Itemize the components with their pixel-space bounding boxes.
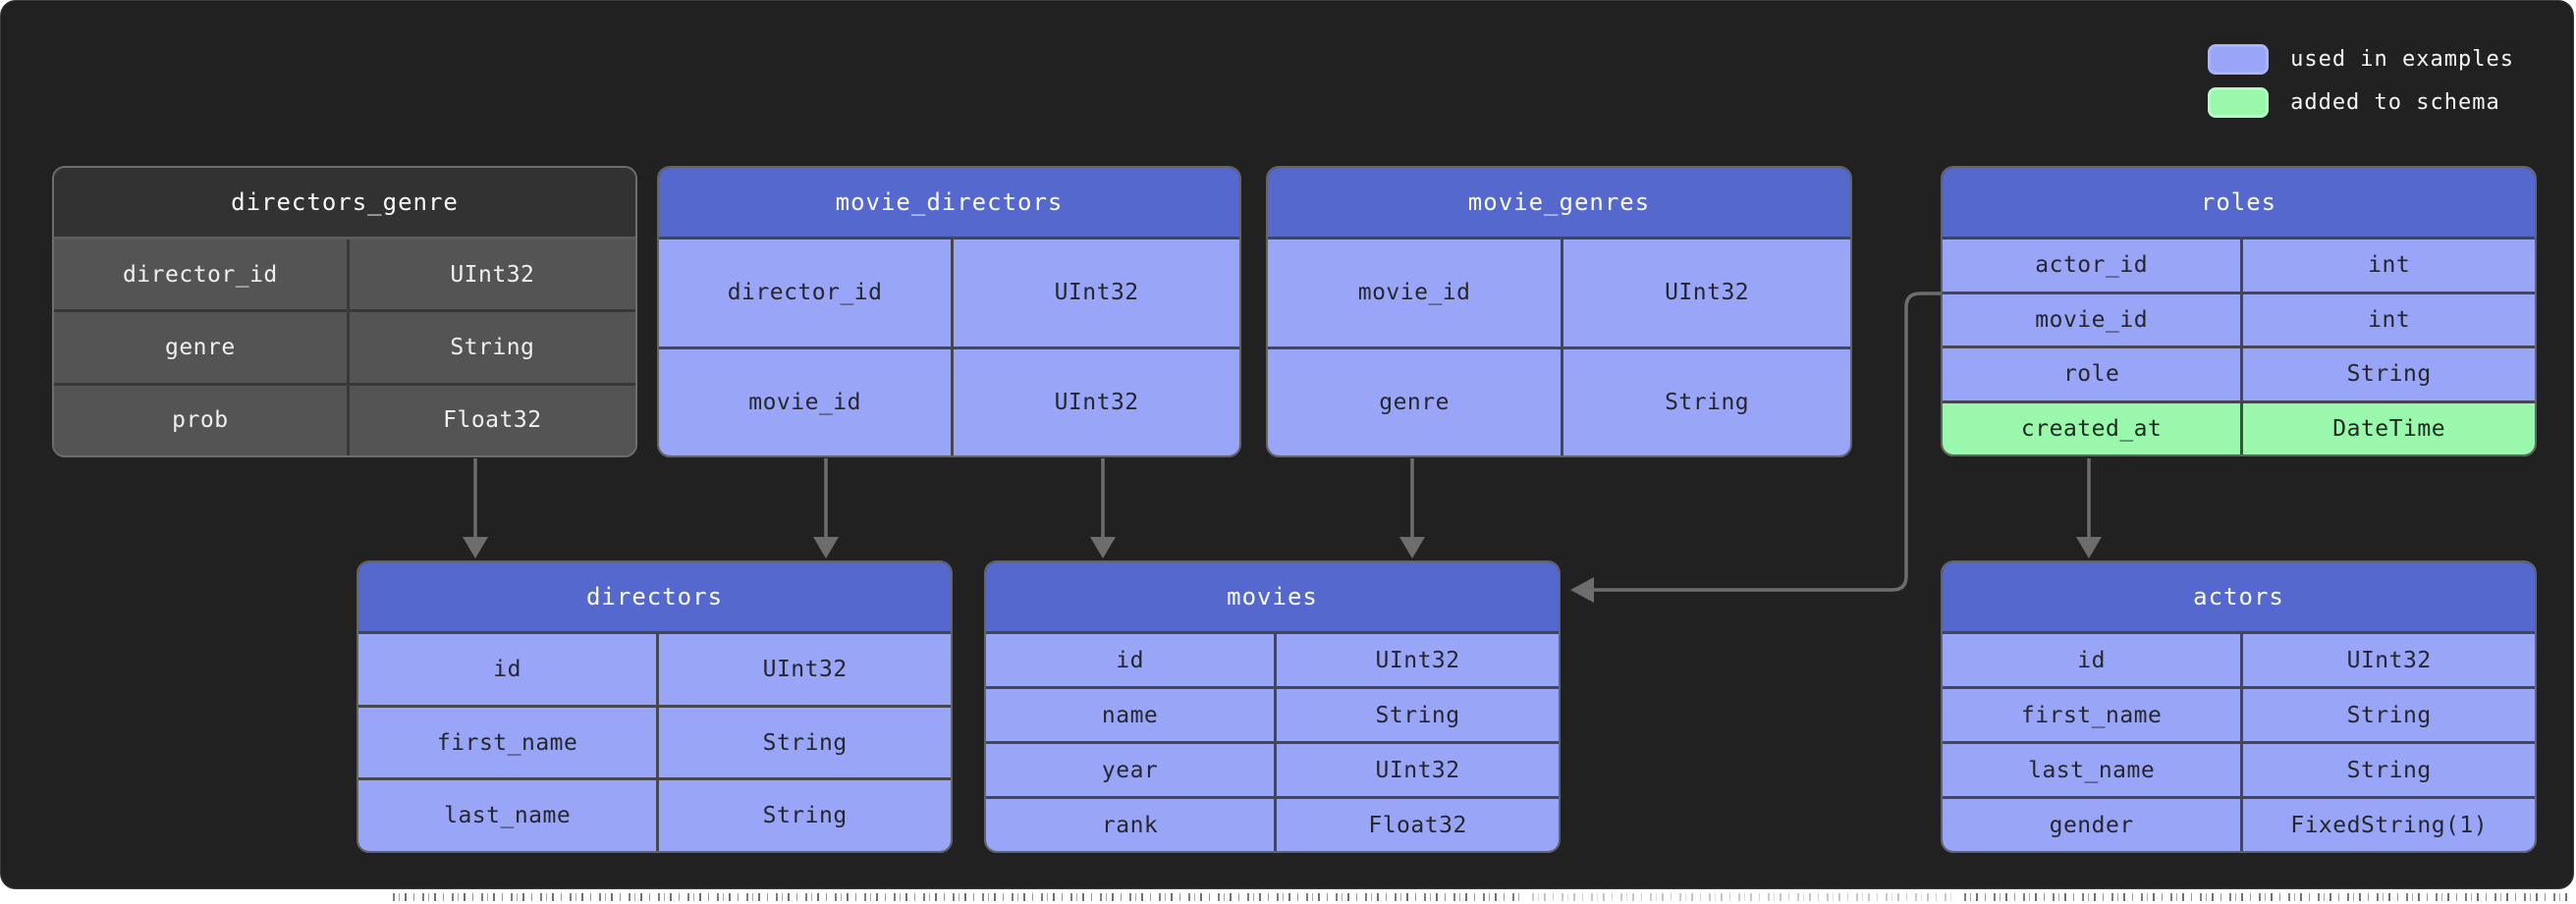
column-name: role — [1943, 348, 2244, 400]
table-title: movies — [986, 562, 1559, 634]
table-title: directors_genre — [54, 168, 635, 239]
table-row: id UInt32 — [358, 634, 951, 705]
column-type: String — [450, 334, 535, 360]
table-title: movie_directors — [659, 168, 1239, 239]
arrowhead-down-icon — [1090, 537, 1116, 558]
table-actors: actors id UInt32 first_name String last_… — [1941, 560, 2537, 853]
table-row: id UInt32 — [986, 634, 1559, 686]
legend-swatch-added-color — [2208, 87, 2270, 118]
table-row: movie_id UInt32 — [659, 346, 1239, 455]
column-name: first_name — [1943, 689, 2244, 741]
arrowhead-down-icon — [463, 537, 488, 558]
column-type: String — [762, 803, 848, 829]
column-name: year — [986, 744, 1278, 796]
tiny-text-sliver — [1964, 893, 2568, 901]
column-name: name — [986, 689, 1278, 741]
table-row: rank Float32 — [986, 796, 1559, 851]
column-name: director_id — [659, 239, 955, 346]
arrowhead-down-icon — [813, 537, 839, 558]
legend-label: used in examples — [2290, 47, 2514, 72]
table-row-added-to-schema: created_at DateTime — [1943, 399, 2535, 454]
column-type: int — [2368, 252, 2411, 279]
arrowhead-down-icon — [1399, 537, 1425, 558]
table-row: movie_id int — [1943, 291, 2535, 346]
table-title: actors — [1943, 562, 2535, 634]
column-name: id — [986, 634, 1278, 686]
table-row: genre String — [1268, 346, 1850, 455]
column-name: id — [358, 634, 660, 705]
column-name: last_name — [358, 780, 660, 851]
column-type: String — [1665, 389, 1750, 415]
tiny-text-sliver — [393, 893, 1522, 901]
column-type: String — [2346, 702, 2432, 728]
table-row: movie_id UInt32 — [1268, 239, 1850, 346]
table-row: name String — [986, 686, 1559, 741]
table-directors: directors id UInt32 first_name String la… — [356, 560, 953, 853]
column-name: actor_id — [1943, 239, 2244, 292]
legend-swatch-used-color — [2208, 44, 2270, 75]
table-title: directors — [358, 562, 951, 634]
table-title: roles — [1943, 168, 2535, 239]
legend-item-used: used in examples — [2208, 44, 2514, 75]
table-movie_directors: movie_directors director_id UInt32 movie… — [657, 166, 1241, 457]
column-type: String — [2346, 361, 2432, 388]
table-row: role String — [1943, 346, 2535, 400]
column-type: UInt32 — [2346, 647, 2432, 673]
column-type: DateTime — [2332, 415, 2446, 442]
column-name: movie_id — [659, 348, 955, 455]
column-name: movie_id — [1268, 239, 1564, 346]
table-row: id UInt32 — [1943, 634, 2535, 686]
table-row: first_name String — [358, 704, 951, 778]
column-type: UInt32 — [450, 261, 535, 288]
column-name: director_id — [54, 239, 350, 310]
table-row: director_id UInt32 — [54, 239, 635, 310]
column-name: created_at — [1943, 402, 2244, 454]
column-type: FixedString(1) — [2290, 812, 2489, 838]
column-type: String — [1375, 702, 1460, 728]
table-row: gender FixedString(1) — [1943, 796, 2535, 851]
table-row: last_name String — [358, 777, 951, 851]
arrowhead-left-icon — [1570, 577, 1594, 603]
table-movie_genres: movie_genres movie_id UInt32 genre Strin… — [1266, 166, 1852, 457]
table-row: actor_id int — [1943, 239, 2535, 292]
tiny-text-sliver — [1532, 893, 1954, 901]
column-type: String — [2346, 757, 2432, 783]
column-name: genre — [54, 312, 350, 383]
legend: used in examples added to schema — [2208, 44, 2514, 118]
table-row: prob Float32 — [54, 382, 635, 455]
column-type: UInt32 — [1665, 280, 1750, 306]
legend-label: added to schema — [2290, 90, 2500, 115]
column-type: UInt32 — [1375, 647, 1460, 673]
page-bottom-sliver — [0, 889, 2576, 904]
table-roles: roles actor_id int movie_id int role Str… — [1941, 166, 2537, 456]
column-name: first_name — [358, 707, 660, 778]
column-name: last_name — [1943, 744, 2244, 796]
table-directors_genre: directors_genre director_id UInt32 genre… — [52, 166, 637, 457]
table-movies: movies id UInt32 name String year UInt32… — [984, 560, 1561, 853]
column-type: String — [762, 729, 848, 756]
column-name: gender — [1943, 799, 2244, 851]
table-row: year UInt32 — [986, 741, 1559, 796]
column-name: movie_id — [1943, 293, 2244, 346]
column-type: UInt32 — [1054, 389, 1139, 415]
table-title: movie_genres — [1268, 168, 1850, 239]
table-row: director_id UInt32 — [659, 239, 1239, 346]
column-name: prob — [54, 385, 350, 455]
column-type: UInt32 — [1054, 280, 1139, 306]
column-name: id — [1943, 634, 2244, 686]
column-type: Float32 — [443, 407, 542, 434]
table-row: genre String — [54, 309, 635, 383]
table-row: last_name String — [1943, 741, 2535, 796]
column-type: Float32 — [1368, 812, 1467, 838]
column-name: rank — [986, 799, 1278, 851]
column-type: int — [2368, 306, 2411, 333]
table-row: first_name String — [1943, 686, 2535, 741]
column-type: UInt32 — [762, 656, 848, 682]
column-name: genre — [1268, 348, 1564, 455]
arrowhead-down-icon — [2076, 537, 2102, 558]
legend-item-added: added to schema — [2208, 87, 2514, 118]
column-type: UInt32 — [1375, 757, 1460, 783]
